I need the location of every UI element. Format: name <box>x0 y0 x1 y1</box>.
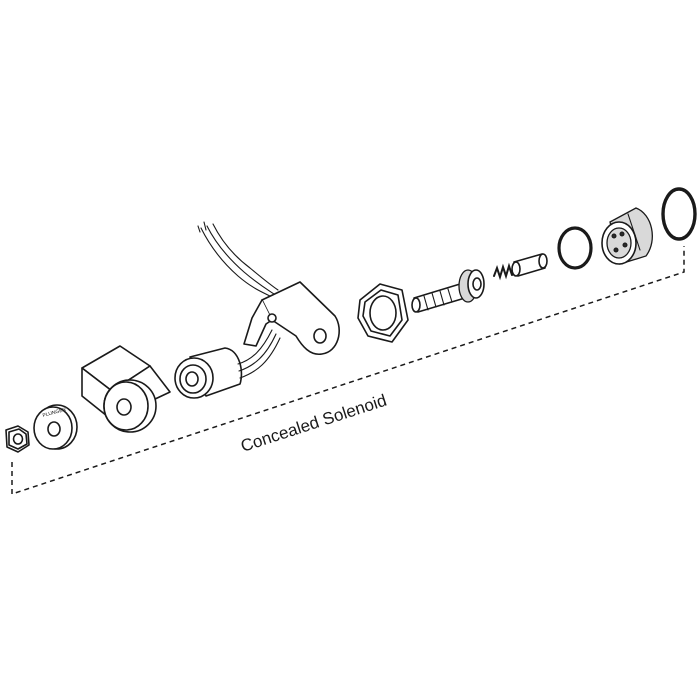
valve-cartridge <box>601 207 653 265</box>
lead-wires <box>197 221 279 297</box>
mounting-bracket <box>243 281 340 356</box>
o-ring-small <box>557 226 593 270</box>
plunger-pin <box>511 253 548 277</box>
small-hex-nut <box>5 425 30 453</box>
large-hex-nut <box>357 283 409 343</box>
plunger-coil <box>174 329 281 399</box>
plunger-washer: PLUNGER <box>33 404 78 450</box>
spring <box>493 262 513 281</box>
o-ring-large <box>661 187 697 241</box>
solenoid-coil-housing <box>81 345 171 433</box>
plunger-bolt <box>411 269 485 313</box>
concealed-solenoid-label: Concealed Solenoid <box>238 391 389 456</box>
